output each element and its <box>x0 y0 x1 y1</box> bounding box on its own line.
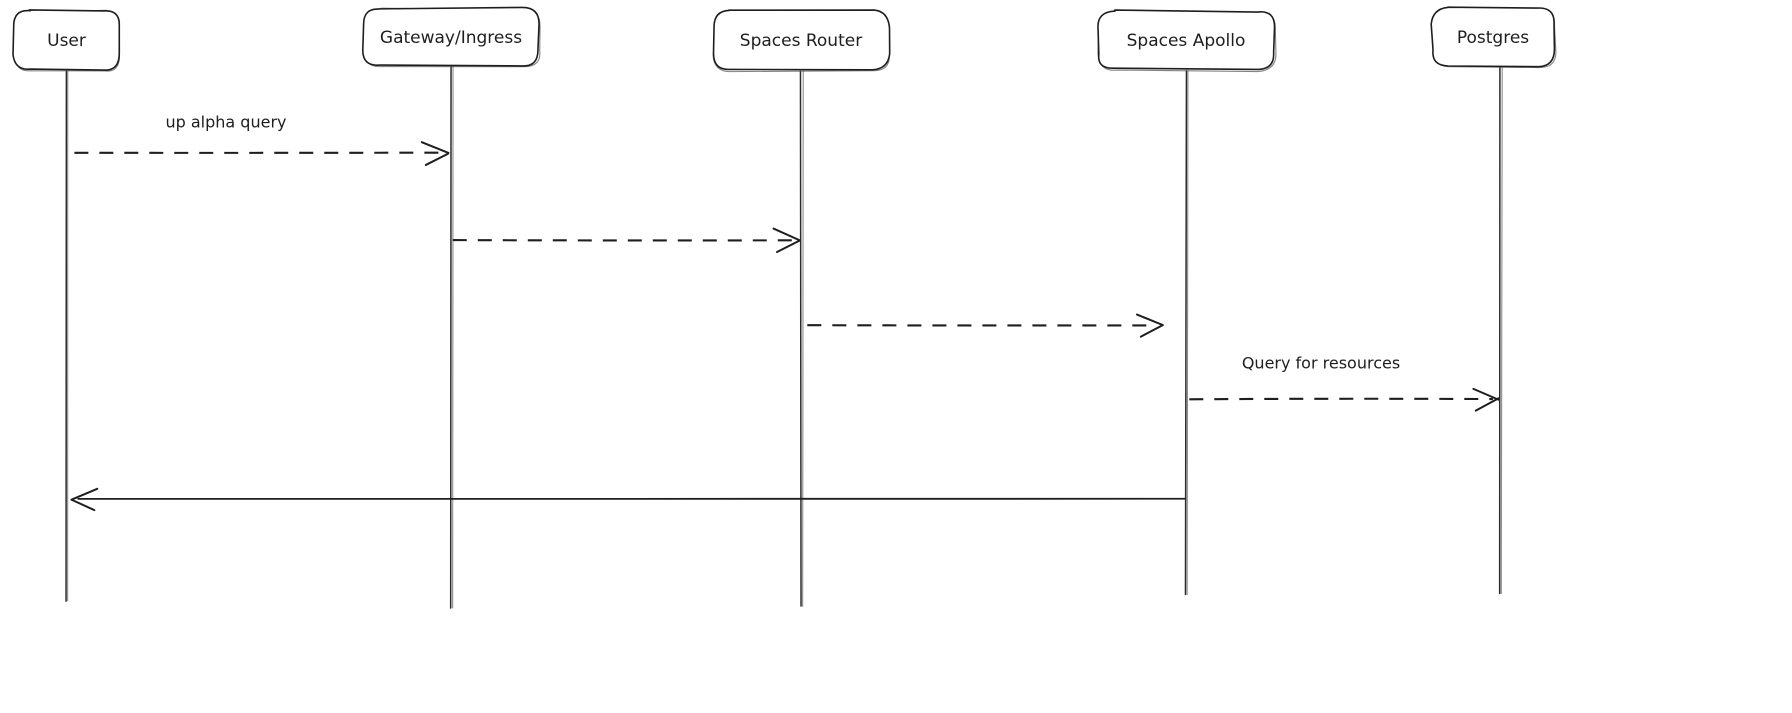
arrow-head-icon <box>1136 313 1164 338</box>
lifeline-ghost-stroke <box>1186 68 1189 596</box>
participant-name-postgres: Postgres <box>1457 28 1529 48</box>
participant-box-outline[interactable] <box>12 9 121 71</box>
message-label-m4: Query for resources <box>1242 354 1400 373</box>
message-m3[interactable] <box>807 313 1164 338</box>
lifeline-spaces-apollo <box>1184 68 1189 596</box>
lifeline-gateway <box>449 65 454 609</box>
arrow-head-upper-barb <box>772 227 801 242</box>
participant-box-outline[interactable] <box>712 9 891 71</box>
participant-name-spaces-apollo: Spaces Apollo <box>1127 31 1246 51</box>
message-label-m1: up alpha query <box>165 113 286 132</box>
arrow-head-upper-barb <box>420 141 450 154</box>
arrow-head-lower-barb <box>70 498 96 512</box>
message-m4[interactable]: Query for resources <box>1189 354 1500 412</box>
arrow-head-upper-barb <box>1136 313 1164 327</box>
arrow-head-icon <box>70 487 99 512</box>
participant-spaces-router[interactable]: Spaces Router <box>712 9 891 73</box>
arrow-head-lower-barb <box>1139 324 1164 338</box>
lifelines-layer <box>65 65 1503 609</box>
arrow-head-icon <box>772 227 801 253</box>
participant-name-spaces-router: Spaces Router <box>740 31 862 51</box>
lifeline-ghost-stroke <box>802 68 804 608</box>
message-dashed-shaft[interactable] <box>1189 397 1493 401</box>
participant-user[interactable]: User <box>12 9 121 72</box>
participant-box-outline[interactable] <box>361 6 540 67</box>
participant-spaces-apollo[interactable]: Spaces Apollo <box>1097 9 1277 73</box>
lifeline-stroke <box>1498 65 1502 595</box>
participant-boxes-layer: User Gateway/Ingress Spaces Router Spaces A… <box>12 6 1557 73</box>
arrow-head-lower-barb <box>424 152 449 166</box>
arrow-head-upper-barb <box>70 487 99 501</box>
arrow-head-upper-barb <box>1472 387 1500 401</box>
participant-name-gateway: Gateway/Ingress <box>380 28 522 48</box>
arrow-head-icon <box>1472 387 1500 412</box>
lifeline-stroke <box>65 68 68 603</box>
message-m2[interactable] <box>452 227 801 253</box>
message-m5[interactable] <box>70 487 1187 512</box>
arrow-head-lower-barb <box>776 239 801 253</box>
message-m1[interactable]: up alpha query <box>74 113 450 166</box>
arrow-head-lower-barb <box>1474 397 1500 412</box>
participant-gateway[interactable]: Gateway/Ingress <box>361 6 541 68</box>
participant-postgres[interactable]: Postgres <box>1430 6 1557 69</box>
arrow-head-icon <box>420 141 450 166</box>
lifeline-spaces-router <box>799 67 804 608</box>
lifeline-postgres <box>1498 65 1503 595</box>
lifeline-stroke <box>799 67 802 607</box>
lifeline-user <box>65 68 69 603</box>
participant-box-outline[interactable] <box>1430 6 1556 68</box>
participant-name-user: User <box>47 31 86 51</box>
lifeline-stroke <box>1184 68 1188 596</box>
lifeline-ghost-stroke <box>452 65 454 609</box>
message-solid-shaft[interactable] <box>77 497 1187 501</box>
lifeline-ghost-stroke <box>1500 65 1503 595</box>
participant-box-outline[interactable] <box>1097 9 1276 71</box>
